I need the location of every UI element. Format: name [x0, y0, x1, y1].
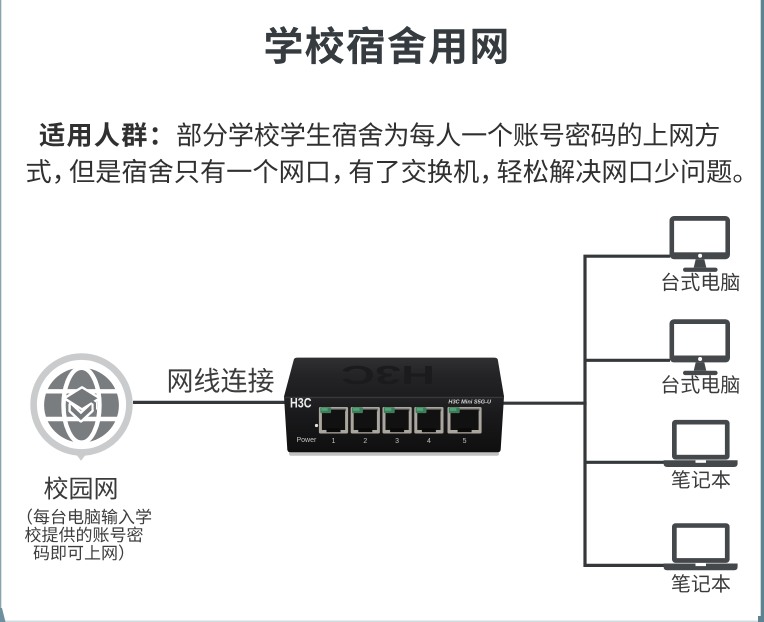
svg-text:H3C: H3C [290, 395, 312, 411]
svg-text:3: 3 [395, 438, 399, 445]
svg-text:H3C: H3C [341, 360, 435, 390]
svg-text:1: 1 [332, 438, 336, 445]
svg-text:Power: Power [297, 437, 318, 444]
svg-text:4: 4 [427, 438, 431, 445]
svg-text:5: 5 [463, 438, 467, 445]
svg-text:2: 2 [363, 438, 367, 445]
svg-text:H3C Mini S5G-U: H3C Mini S5G-U [448, 400, 492, 406]
